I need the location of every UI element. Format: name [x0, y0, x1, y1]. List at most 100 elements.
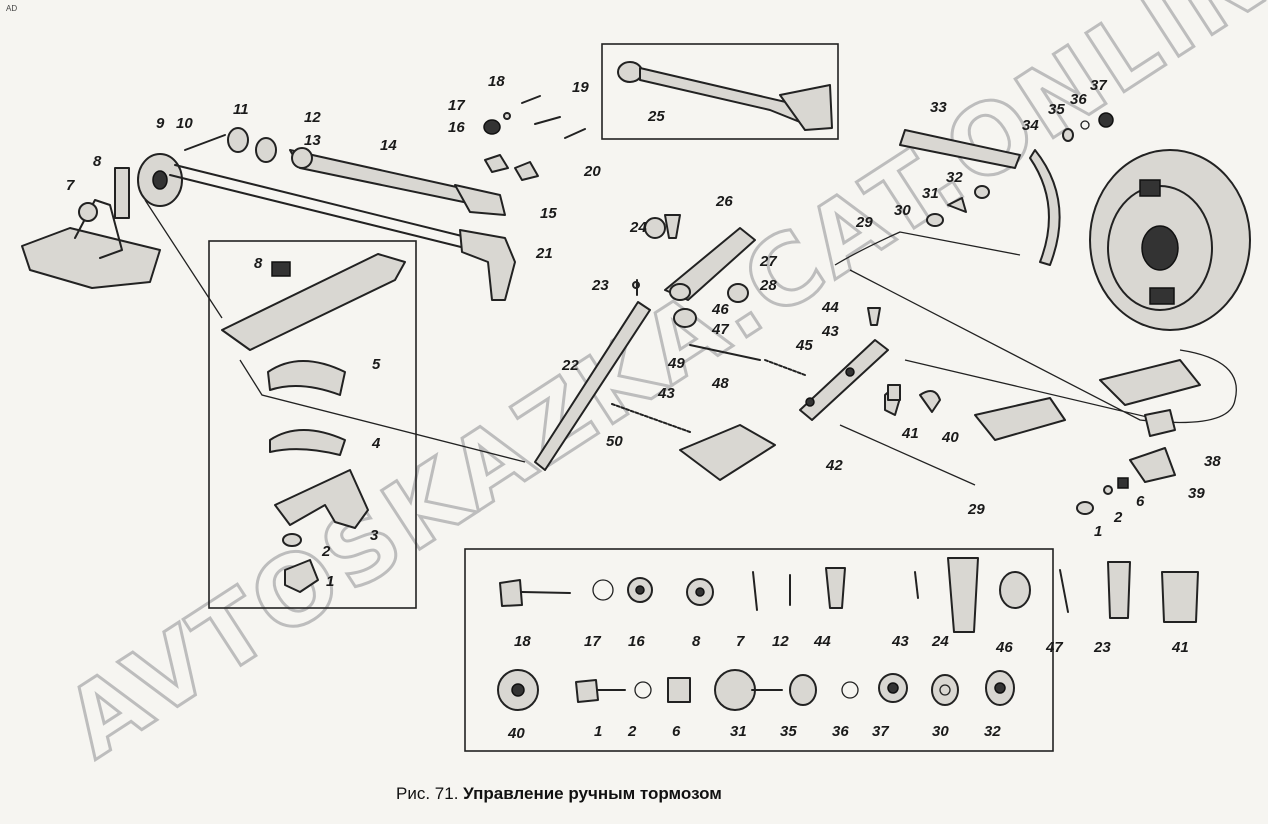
callout-46: 46 [711, 301, 729, 318]
brake-shoes-33-34 [899, 129, 1061, 266]
fasteners-16-20 [483, 95, 586, 181]
hardware-row-1 [499, 557, 1199, 633]
callout-8b: 8 [254, 255, 263, 272]
callout-16: 16 [448, 119, 465, 136]
hw-32: 32 [984, 723, 1001, 740]
rear-cable-29-38 [834, 231, 1237, 424]
callout-36: 36 [1070, 91, 1087, 108]
hw-30: 30 [932, 723, 949, 740]
caption-title: Управление ручным тормозом [463, 784, 722, 803]
pins-mid [636, 214, 901, 401]
callout-24: 24 [629, 219, 647, 236]
hw-44: 44 [813, 633, 831, 650]
callout-35: 35 [1048, 101, 1065, 118]
cable-clamps-38-39 [1129, 409, 1176, 483]
pulley-9-10 [137, 153, 183, 207]
callout-18: 18 [488, 73, 505, 90]
callout-10: 10 [176, 115, 193, 132]
callout-41: 41 [901, 425, 919, 442]
callout-43: 43 [657, 385, 675, 402]
callout-8: 8 [93, 153, 102, 170]
callout-43b: 43 [821, 323, 839, 340]
callout-38: 38 [1204, 453, 1221, 470]
bolt-11-washers-12-13 [184, 127, 277, 163]
callout-1b: 1 [1094, 523, 1102, 540]
callout-40: 40 [941, 429, 959, 446]
callout-2: 2 [321, 543, 331, 560]
parking-brake-lever-14-21 [169, 147, 516, 301]
callout-11: 11 [233, 101, 249, 118]
hw-6: 6 [672, 723, 681, 740]
pad-clips [679, 359, 1201, 481]
lever-25 [617, 61, 833, 131]
callout-17: 17 [448, 97, 465, 114]
rod-29-lower [839, 424, 976, 486]
bolt-1-washer-2-6 [1076, 477, 1129, 515]
springs-45-50 [611, 344, 806, 433]
hw-43: 43 [891, 633, 909, 650]
callout-7: 7 [66, 177, 75, 194]
hardware-row-2 [497, 669, 1015, 711]
hw-40: 40 [507, 725, 525, 742]
hw-41: 41 [1171, 639, 1189, 656]
callout-13: 13 [304, 132, 321, 149]
hw-16: 16 [628, 633, 645, 650]
callout-29b: 29 [967, 501, 985, 518]
hw-35: 35 [780, 723, 797, 740]
fasteners-35-37 [1062, 112, 1114, 142]
callout-2b: 2 [1113, 509, 1123, 526]
callout-49: 49 [667, 355, 685, 372]
callout-47: 47 [711, 321, 729, 338]
equalizer-42 [799, 339, 941, 421]
callout-42: 42 [825, 457, 843, 474]
brake-drum-backing-plate [1089, 149, 1251, 331]
corner-mark: AD [6, 4, 18, 13]
hw-47: 47 [1045, 639, 1063, 656]
callout-37: 37 [1090, 77, 1107, 94]
hw-8: 8 [692, 633, 701, 650]
callout-1: 1 [326, 573, 334, 590]
callout-22: 22 [561, 357, 579, 374]
hw-24: 24 [931, 633, 949, 650]
callout-26: 26 [715, 193, 733, 210]
figure-caption: Рис. 71. Управление ручным тормозом [396, 784, 722, 804]
callout-5: 5 [372, 356, 381, 373]
hw-37: 37 [872, 723, 889, 740]
callout-15: 15 [540, 205, 557, 222]
hw-2: 2 [627, 723, 637, 740]
callout-32: 32 [946, 169, 963, 186]
callout-labels: 7 8 9 10 11 12 13 14 15 16 17 18 19 20 2… [66, 73, 1221, 742]
callout-21: 21 [535, 245, 553, 262]
callout-34: 34 [1022, 117, 1039, 134]
callout-39: 39 [1188, 485, 1205, 502]
callout-25: 25 [647, 108, 665, 125]
callout-19: 19 [572, 79, 589, 96]
callout-27: 27 [759, 253, 777, 270]
callout-28: 28 [759, 277, 777, 294]
callout-4: 4 [371, 435, 381, 452]
callout-12: 12 [304, 109, 321, 126]
hw-12: 12 [772, 633, 789, 650]
hw-36: 36 [832, 723, 849, 740]
front-cable [144, 199, 526, 463]
caption-prefix: Рис. 71. [396, 784, 459, 803]
hw-31: 31 [730, 723, 747, 740]
callout-6: 6 [1136, 493, 1145, 510]
hw-18: 18 [514, 633, 531, 650]
inset-frame-hardware [464, 548, 1054, 752]
callout-3: 3 [370, 527, 379, 544]
lever-mount-bracket [221, 253, 406, 593]
inset-frame-lever-25 [601, 43, 839, 140]
callout-31: 31 [922, 185, 939, 202]
callout-33: 33 [930, 99, 947, 116]
callout-9: 9 [156, 115, 165, 132]
hw-46: 46 [995, 639, 1013, 656]
callout-45: 45 [795, 337, 813, 354]
inset-frame-lever-mount [208, 240, 417, 609]
callout-30: 30 [894, 202, 911, 219]
callout-48: 48 [711, 375, 729, 392]
callout-23: 23 [591, 277, 609, 294]
hw-1: 1 [594, 723, 602, 740]
hw-23: 23 [1093, 639, 1111, 656]
